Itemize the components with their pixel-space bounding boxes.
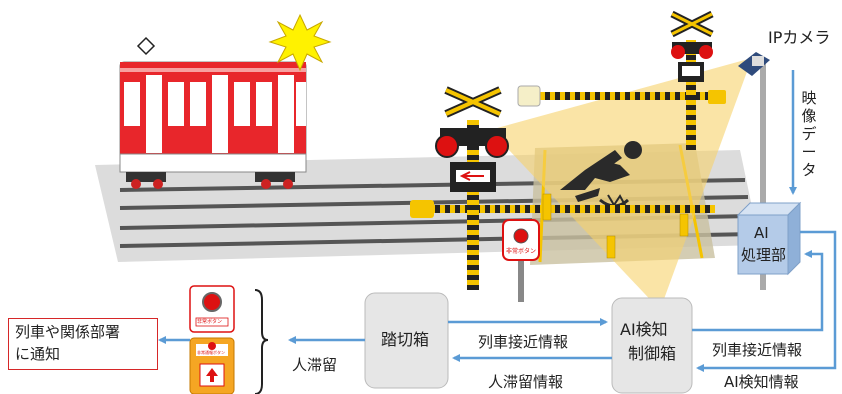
flow-arrows [158, 70, 837, 372]
crossing-barrier-front [410, 200, 715, 218]
person-stuck-label: 人滞留 [292, 356, 338, 374]
notify-label-2: に通知 [15, 345, 61, 363]
ai-control-box [611, 297, 693, 394]
ai-control-label-1: AI検知 [620, 320, 668, 339]
ip-camera-label: IPカメラ [768, 28, 831, 47]
train-approach-label-right: 列車接近情報 [712, 341, 803, 359]
ai-unit-label-2: 処理部 [741, 246, 787, 264]
crossing-box-label: 踏切箱 [381, 330, 430, 349]
spark-icon [268, 13, 332, 72]
crossing-signal-right [670, 10, 714, 150]
video-data-char-1: 映 [801, 89, 817, 107]
emergency-button-panel-bottom [189, 337, 235, 394]
video-data-char-2: 像 [801, 107, 817, 125]
ai-unit-label-1: AI [754, 224, 769, 242]
emergency-call-button-label: 非常通報ボタン [197, 350, 225, 355]
notify-label-1: 列車や関係部署 [15, 323, 121, 341]
ip-camera-icon [738, 52, 770, 290]
crossing-barrier-rear [517, 85, 726, 107]
train [119, 61, 307, 189]
train-approach-label-left: 列車接近情報 [478, 333, 569, 351]
video-data-char-5: タ [801, 161, 817, 179]
person-stuck-info-label: 人滞留情報 [488, 373, 564, 391]
emergency-button-panel-top [189, 285, 235, 333]
pantograph-icon [136, 36, 156, 56]
video-data-char-3: デ [801, 125, 817, 143]
crossing-signal-left [435, 86, 509, 290]
emergency-button-post [502, 219, 540, 302]
crossing-posts [542, 193, 689, 259]
ai-unit-box [736, 201, 802, 276]
video-data-char-4: ー [801, 143, 817, 161]
ai-detect-info-label: AI検知情報 [724, 373, 799, 391]
fallen-person-icon [560, 141, 642, 208]
brace [254, 289, 269, 394]
notify-box: 列車や関係部署 に通知 [8, 318, 158, 370]
impact-mark-icon [607, 194, 627, 208]
emergency-button-panel-label: 非常ボタン [197, 319, 223, 325]
emergency-button-post-label: 非常ボタン [506, 248, 537, 255]
ai-control-label-2: 制御箱 [628, 344, 677, 363]
